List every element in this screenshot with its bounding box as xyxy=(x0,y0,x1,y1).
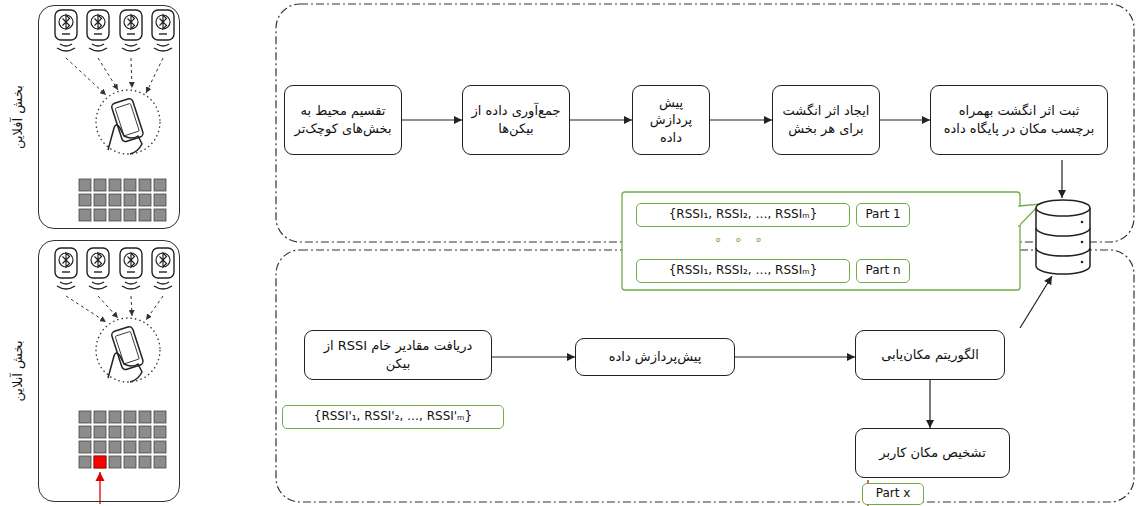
beacon-icon xyxy=(87,10,109,51)
beacon-icon xyxy=(55,248,77,289)
area-grid xyxy=(78,178,168,223)
flow-arrow xyxy=(880,119,930,120)
node-text: {RSSI'₁, RSSI'₂, …, RSSI'ₘ} xyxy=(314,409,472,425)
process-box: پیش‌پردازش داده xyxy=(575,338,735,376)
beacon-icon xyxy=(152,248,174,289)
located-cell xyxy=(94,456,106,468)
fingerprint-box: {RSSI₁, RSSI₂, …, RSSIₘ} xyxy=(636,203,850,227)
node-text: {RSSI₁, RSSI₂, …, RSSIₘ} xyxy=(669,207,818,223)
beacon-icon xyxy=(55,10,77,51)
phone-icon xyxy=(96,90,160,154)
process-box: دریافت مقادیر خام RSSI از بیکن xyxy=(304,330,492,380)
node-text: ایجاد اثر انگشت برای هر بخش xyxy=(780,102,872,137)
measurement-box: {RSSI'₁, RSSI'₂, …, RSSI'ₘ} xyxy=(282,405,504,429)
signal-arrow xyxy=(98,296,118,318)
flow-arrow xyxy=(735,356,855,357)
process-box: ثبت اثر انگشت بهمراه برچسب مکان در پایگا… xyxy=(930,85,1108,155)
node-text: {RSSI₁, RSSI₂, …, RSSIₘ} xyxy=(669,263,818,279)
process-box: تشخیص مکان کاربر xyxy=(855,428,1010,478)
process-box: جمع‌آوری داده از بیکن‌ها xyxy=(462,85,570,155)
node-text: بخش آنلاین xyxy=(10,340,25,401)
ellipsis-mark: ∘ ∘ ∘ xyxy=(712,232,769,247)
signal-arrow xyxy=(131,58,132,88)
database-cylinder xyxy=(1036,200,1090,274)
node-text: تشخیص مکان کاربر xyxy=(879,444,986,462)
node-text: جمع‌آوری داده از بیکن‌ها xyxy=(470,102,562,137)
signal-arrow xyxy=(66,58,106,95)
location-pointer xyxy=(99,472,100,504)
signal-arrow xyxy=(146,296,163,320)
node-text: الگوریتم مکان‌یابی xyxy=(881,346,979,364)
part-label-box: Part 1 xyxy=(856,203,910,227)
offline-illustration xyxy=(55,10,174,223)
query-arrow xyxy=(1020,276,1052,328)
node-text: Part 1 xyxy=(865,207,900,223)
flow-arrow xyxy=(492,356,575,357)
store-arrow xyxy=(1061,160,1062,198)
signal-arrow xyxy=(146,58,163,93)
online-illustration xyxy=(55,248,174,504)
signal-arrow xyxy=(131,296,132,316)
signal-arrow xyxy=(66,296,106,322)
process-box: ایجاد اثر انگشت برای هر بخش xyxy=(772,85,880,155)
node-text: پیش پردازش داده xyxy=(640,94,702,147)
node-text: تقسیم محیط به بخش‌های کوچک‌تر xyxy=(292,102,394,137)
beacon-icon xyxy=(120,248,142,289)
signal-arrow xyxy=(98,58,118,90)
node-text: Part x xyxy=(876,486,911,502)
part-label-box: Part n xyxy=(856,259,910,283)
fingerprint-box: {RSSI₁, RSSI₂, …, RSSIₘ} xyxy=(636,259,850,283)
beacon-icon xyxy=(152,10,174,51)
process-box: الگوریتم مکان‌یابی xyxy=(855,330,1005,380)
flow-arrow xyxy=(570,119,632,120)
beacon-icon xyxy=(120,10,142,51)
node-text: پیش‌پردازش داده xyxy=(609,348,702,366)
node-text: بخش آفلاین xyxy=(10,85,25,149)
phone-icon xyxy=(96,318,160,382)
process-box: پیش پردازش داده xyxy=(632,85,710,155)
flow-arrow xyxy=(402,119,462,120)
area-grid xyxy=(78,410,168,470)
node-text: Part n xyxy=(865,263,900,279)
node-text: دریافت مقادیر خام RSSI از بیکن xyxy=(312,337,484,372)
node-text: ثبت اثر انگشت بهمراه برچسب مکان در پایگا… xyxy=(938,102,1100,137)
process-box: تقسیم محیط به بخش‌های کوچک‌تر xyxy=(284,85,402,155)
flow-arrow xyxy=(710,119,772,120)
flow-arrow xyxy=(929,380,930,428)
online-panel: بخش آنلاین xyxy=(38,240,180,502)
beacon-icon xyxy=(87,248,109,289)
offline-panel: بخش آفلاین xyxy=(38,5,180,229)
database-callout xyxy=(622,192,1040,290)
result-box: Part x xyxy=(862,483,924,505)
